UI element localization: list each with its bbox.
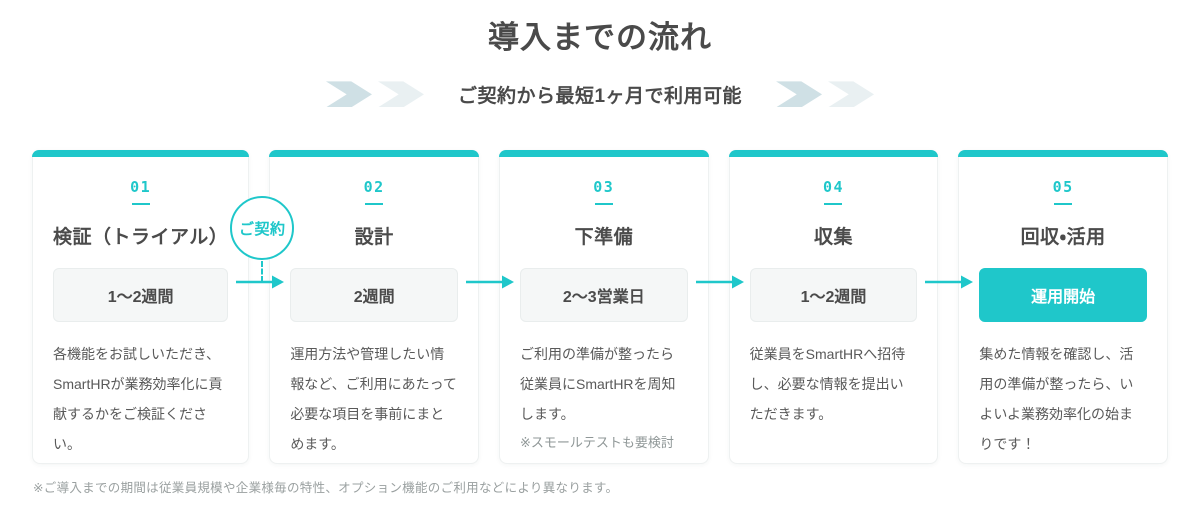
step-description: 集めた情報を確認し、活用の準備が整ったら、いよいよ業務効率化の始まりです！	[979, 346, 1134, 453]
step-title: 回収・活用	[1020, 227, 1106, 249]
chevron-right-icon	[377, 81, 424, 108]
step-card-4: 04 収集 1～2週間 従業員をSmartHRへ招待し、必要な情報を提出いただき…	[695, 150, 939, 465]
duration-box: 1～2週間	[53, 268, 229, 323]
step-number-underline	[824, 203, 843, 206]
card-accent-bar	[728, 150, 939, 158]
duration-box: 1～2週間	[749, 268, 918, 323]
contract-badge: ご契約	[230, 196, 295, 261]
step-title: 検証（トライアル）	[53, 227, 229, 249]
step-number-underline	[1054, 203, 1073, 206]
step-card-5: 05 回収・活用 運用開始 集めた情報を確認し、活用の準備が整ったら、いよいよ業…	[925, 150, 1168, 465]
flow-arrow-icon	[925, 275, 974, 289]
step-cards-row: 01 検証（トライアル） 1～2週間 各機能をお試しいただき、SmartHRが業…	[0, 150, 1200, 465]
subtitle-row: ご契約から最短1ヶ月で利用可能	[0, 80, 1200, 108]
step-card-3: 03 下準備 2～3営業日 ご利用の準備が整ったら従業員にSmartHRを周知し…	[465, 150, 709, 465]
step-number: 04	[822, 178, 845, 197]
contract-dashed-connector	[261, 261, 264, 283]
card-body: 03 下準備 2～3営業日 ご利用の準備が整ったら従業員にSmartHRを周知し…	[500, 178, 708, 454]
card-body: 04 収集 1～2週間 従業員をSmartHRへ招待し、必要な情報を提出いただき…	[730, 178, 938, 429]
card-accent-bar	[269, 150, 479, 158]
step-number: 05	[1052, 178, 1074, 197]
step-number: 01	[130, 178, 152, 197]
step-description: ご利用の準備が整ったら従業員にSmartHRを周知します。	[519, 346, 676, 423]
step-number: 03	[593, 178, 615, 197]
step-title: 設計	[354, 227, 394, 249]
card-accent-bar	[32, 150, 250, 158]
footnote: ※ご導入までの期間は従業員規模や企業様毎の特性、オプション機能のご利用などにより…	[33, 481, 619, 496]
chevron-right-icon	[828, 81, 875, 108]
card-body: 02 設計 2週間 運用方法や管理したい情報など、ご利用にあたって必要な項目を事…	[270, 178, 478, 459]
flow-arrow-icon	[465, 275, 514, 289]
step-number-underline	[365, 203, 384, 206]
chevron-left-group	[325, 81, 424, 108]
step-description: 各機能をお試しいただき、SmartHRが業務効率化に貢献するかをご検証ください。	[53, 346, 223, 453]
chevron-right-group	[776, 81, 875, 108]
step-card-1: 01 検証（トライアル） 1～2週間 各機能をお試しいただき、SmartHRが業…	[32, 150, 250, 465]
page-title: 導入までの流れ	[488, 20, 712, 55]
step-card-2: ご契約 02 設計 2週間 運用方法や管理したい情報など、ご利用にあたって必要な…	[230, 150, 479, 465]
duration-box: 2～3営業日	[519, 268, 688, 323]
chevron-right-icon	[325, 81, 372, 108]
step-title: 下準備	[574, 227, 634, 249]
step-number-underline	[131, 203, 150, 206]
step-number-underline	[594, 203, 613, 206]
step-number: 02	[363, 178, 385, 197]
card-accent-bar	[958, 150, 1168, 158]
card-body: 05 回収・活用 運用開始 集めた情報を確認し、活用の準備が整ったら、いよいよ業…	[959, 178, 1167, 459]
card-body: 01 検証（トライアル） 1～2週間 各機能をお試しいただき、SmartHRが業…	[33, 178, 248, 459]
step-description: 従業員をSmartHRへ招待し、必要な情報を提出いただきます。	[749, 346, 906, 423]
step-description: 運用方法や管理したい情報など、ご利用にあたって必要な項目を事前にまとめます。	[290, 346, 457, 453]
flow-arrow-icon	[236, 275, 285, 289]
step-note: ※スモールテストも要検討	[519, 435, 674, 451]
step-title: 収集	[813, 227, 853, 249]
duration-box-start: 運用開始	[979, 268, 1147, 323]
chevron-right-icon	[776, 81, 823, 108]
subtitle-text: ご契約から最短1ヶ月で利用可能	[457, 85, 743, 107]
duration-box: 2週間	[290, 268, 458, 323]
flow-arrow-icon	[695, 275, 744, 289]
card-accent-bar	[498, 150, 709, 158]
